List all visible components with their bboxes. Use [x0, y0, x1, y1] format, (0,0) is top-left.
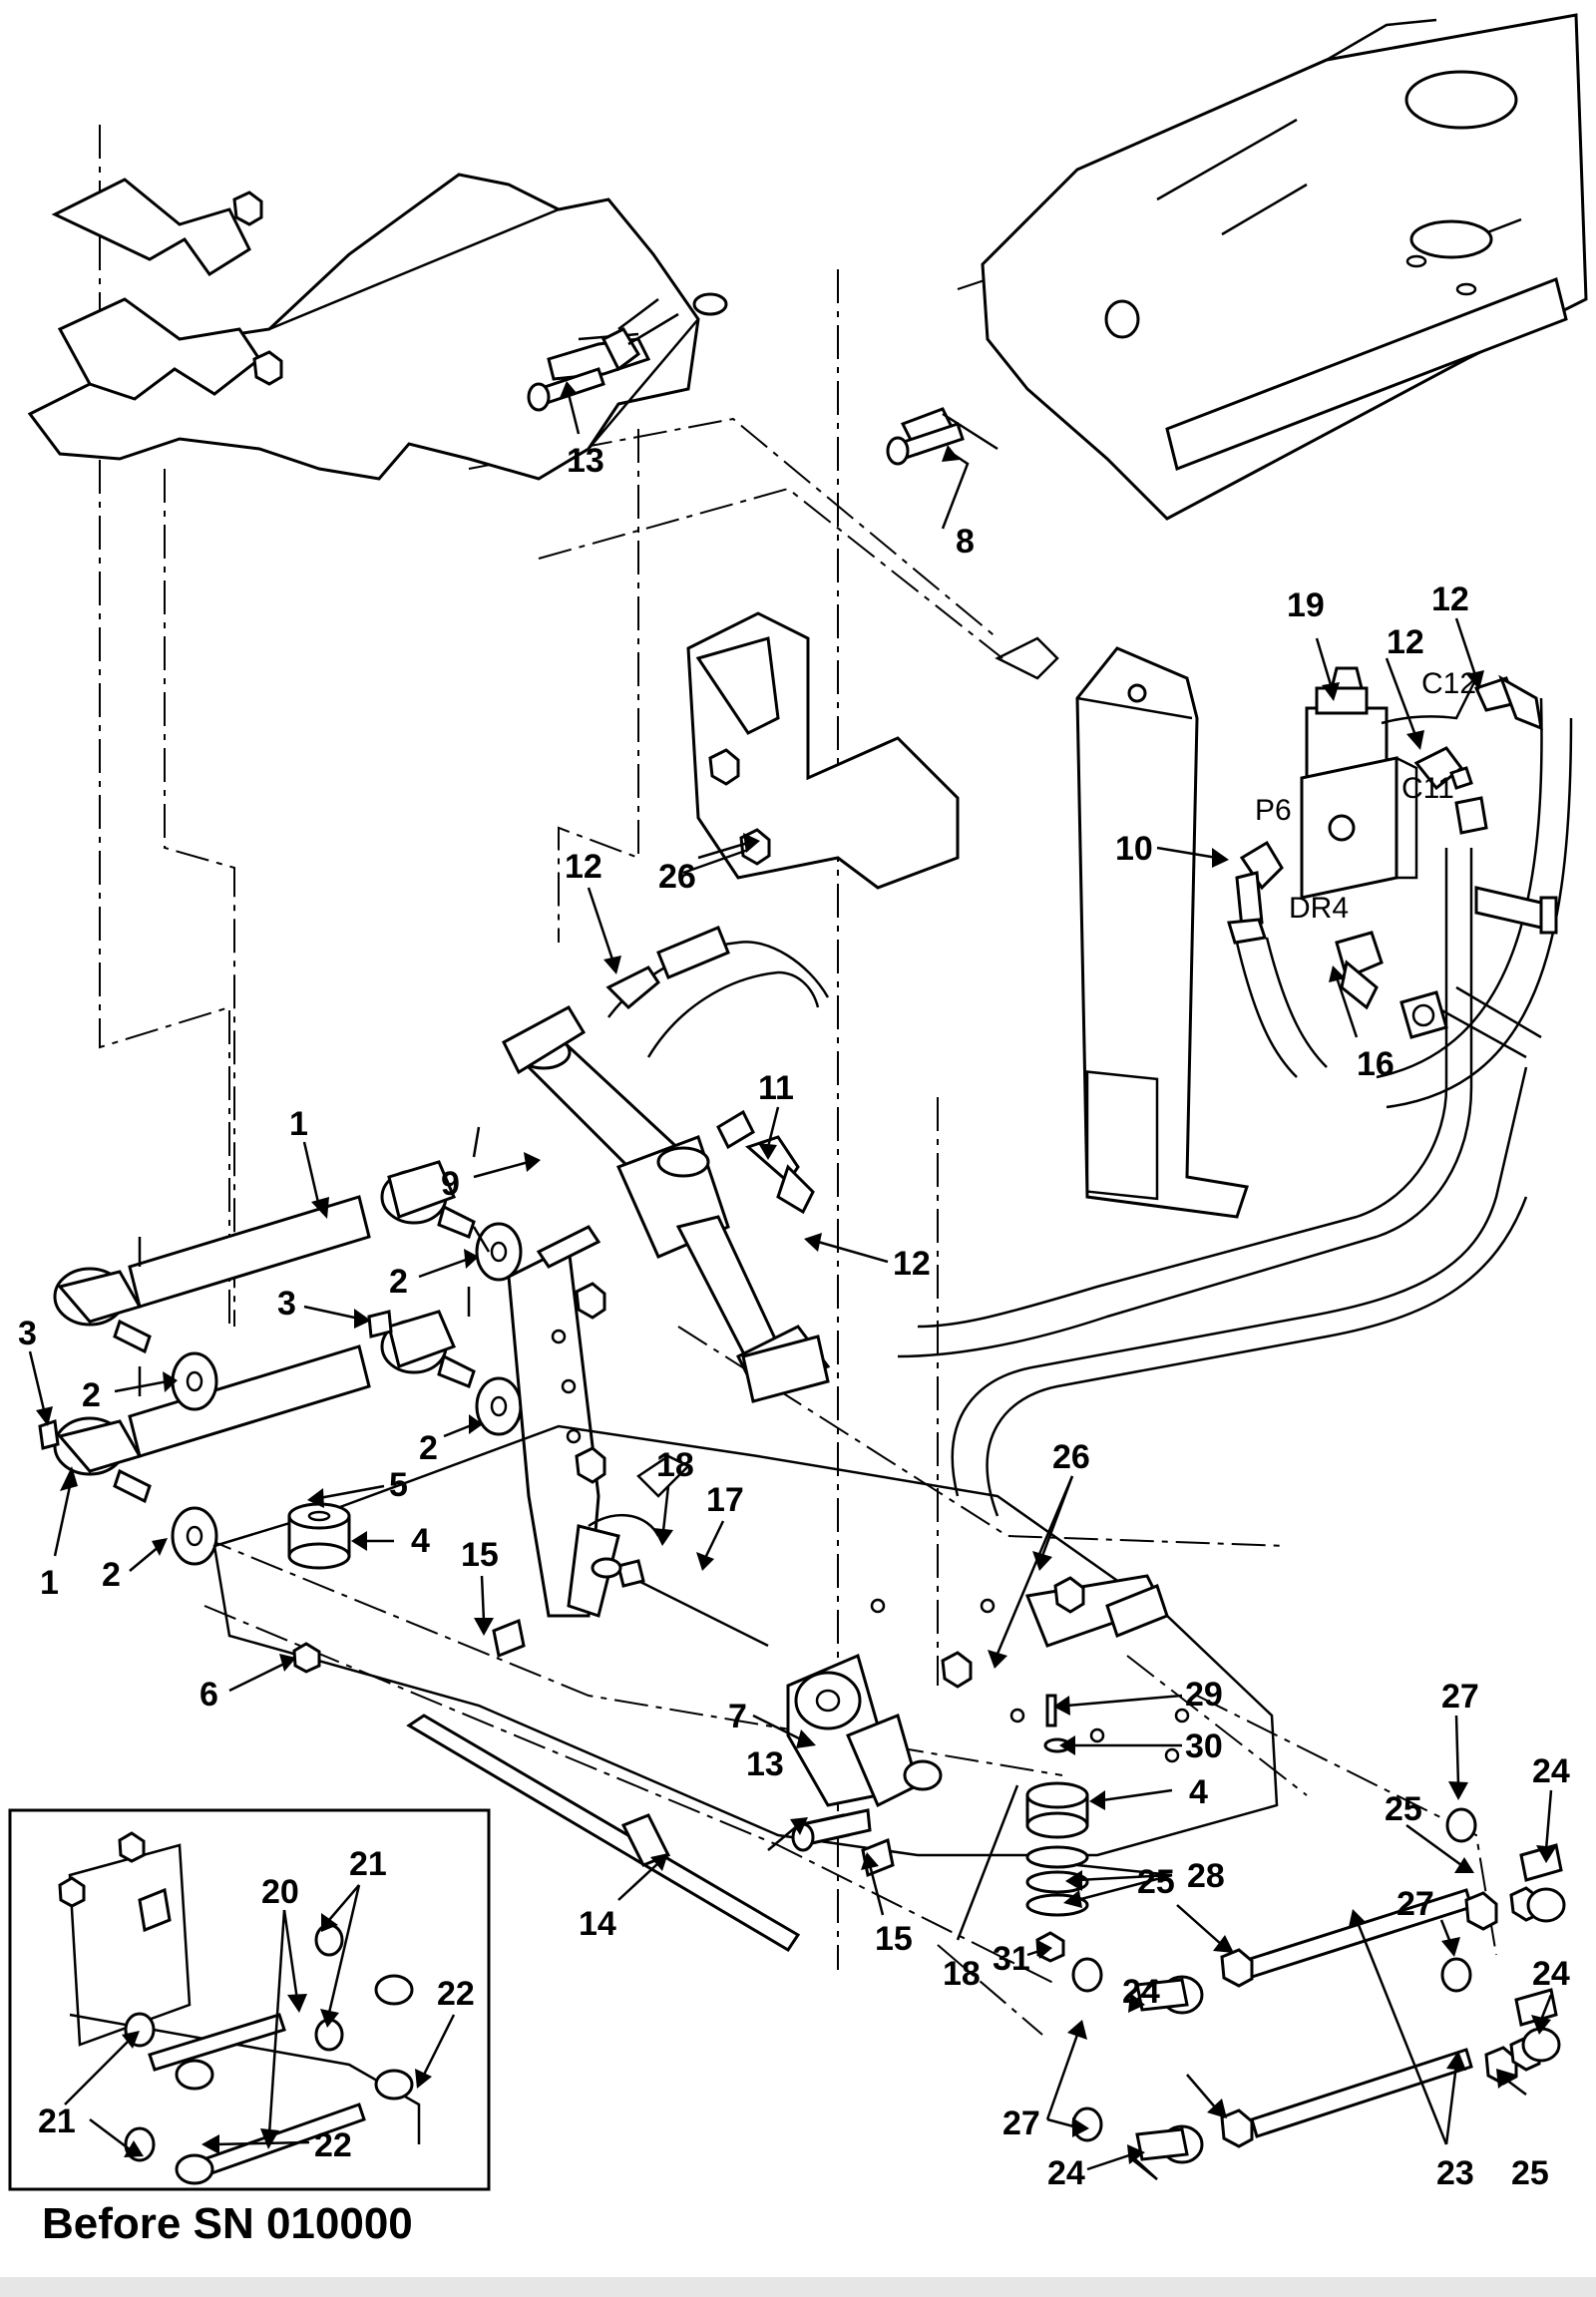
port-label-dr4: DR4 [1289, 892, 1349, 925]
callout-2: 2 [419, 1429, 438, 1467]
pull-rods [406, 1557, 801, 1953]
callout-30: 30 [1185, 1727, 1223, 1765]
callout-4: 4 [411, 1522, 430, 1560]
callout-2: 2 [102, 1556, 121, 1594]
callout-14: 14 [579, 1905, 616, 1943]
callout-10: 10 [1115, 830, 1153, 868]
callout-29: 29 [1185, 1676, 1223, 1714]
callout-9: 9 [441, 1165, 460, 1203]
callout-25: 25 [1385, 1790, 1422, 1828]
right-control-panel [1075, 646, 1249, 1219]
hydraulic-cylinder [502, 1005, 831, 1403]
callout-8: 8 [956, 523, 975, 561]
callout-22: 22 [314, 2126, 352, 2164]
callout-12: 12 [893, 1245, 931, 1283]
callout-19: 19 [1287, 586, 1325, 624]
steering-pivot-plate [507, 1225, 620, 1618]
port-label-p6: P6 [1255, 794, 1292, 827]
port-label-c11: C11 [1401, 772, 1454, 805]
central-mounting-bracket [686, 611, 1059, 890]
callout-24: 24 [1532, 1955, 1570, 1993]
callout-4: 4 [1189, 1773, 1208, 1811]
callout-2: 2 [82, 1376, 101, 1414]
callout-22: 22 [437, 1975, 475, 2013]
callout-13: 13 [567, 442, 604, 480]
callout-21: 21 [349, 1845, 387, 1883]
callout-28: 28 [1187, 1857, 1225, 1895]
callout-18: 18 [656, 1446, 694, 1484]
page-footer-bar [0, 2277, 1596, 2297]
callout-2: 2 [389, 1263, 408, 1301]
callout-26: 26 [658, 858, 696, 896]
callout-7: 7 [728, 1698, 747, 1735]
isolation-mount-stack [287, 1502, 1089, 1963]
callout-1: 1 [40, 1564, 59, 1602]
lower-base-plate [212, 1424, 1279, 1857]
callout-18: 18 [943, 1955, 981, 1993]
solenoid-valve [1300, 666, 1478, 900]
callout-3: 3 [277, 1285, 296, 1323]
callout-26: 26 [1052, 1438, 1090, 1476]
callout-24: 24 [1122, 1973, 1160, 2011]
callout-17: 17 [706, 1481, 744, 1519]
callout-23: 23 [1436, 2154, 1474, 2192]
grease-fittings [38, 1310, 393, 1450]
callout-labels: 1 1 2 2 2 2 3 3 4 4 5 6 7 8 9 10 11 12 1… [18, 442, 1570, 2248]
callout-15: 15 [875, 1920, 913, 1958]
callout-15: 15 [461, 1536, 499, 1574]
callout-6: 6 [200, 1676, 218, 1714]
callout-31: 31 [993, 1940, 1030, 1978]
hydraulic-hoses [607, 697, 1573, 1517]
spacers [171, 1222, 523, 1566]
tie-rod-adjusters [1071, 1807, 1566, 2164]
right-side-bracket [941, 1574, 1169, 1689]
inset-panel [8, 1808, 491, 2191]
callout-3: 3 [18, 1315, 37, 1352]
callout-27: 27 [1002, 2105, 1040, 2142]
callout-leaders [28, 381, 1556, 2180]
callout-12: 12 [1431, 580, 1469, 618]
track-rod-arms [53, 1126, 481, 1504]
top-right-frame-plate [900, 13, 1588, 521]
callout-25: 25 [1511, 2154, 1549, 2192]
callout-12: 12 [565, 848, 602, 886]
port-label-c12: C12 [1421, 667, 1476, 700]
callout-21: 21 [38, 2103, 76, 2140]
tractor-frame-housing [27, 173, 728, 481]
callout-1: 1 [289, 1105, 308, 1143]
callout-24: 24 [1047, 2154, 1085, 2192]
callout-13: 13 [746, 1745, 784, 1783]
callout-24: 24 [1532, 1752, 1570, 1790]
callout-11: 11 [758, 1069, 794, 1107]
callout-16: 16 [1357, 1045, 1395, 1083]
hydraulic-fittings [605, 674, 1558, 1215]
callout-12: 12 [1387, 623, 1424, 661]
callout-27: 27 [1396, 1885, 1434, 1923]
inset-caption: Before SN 010000 [42, 2199, 413, 2248]
callout-5: 5 [389, 1466, 408, 1504]
callout-25: 25 [1137, 1863, 1175, 1901]
callout-27: 27 [1441, 1678, 1479, 1716]
callout-20: 20 [261, 1873, 299, 1911]
